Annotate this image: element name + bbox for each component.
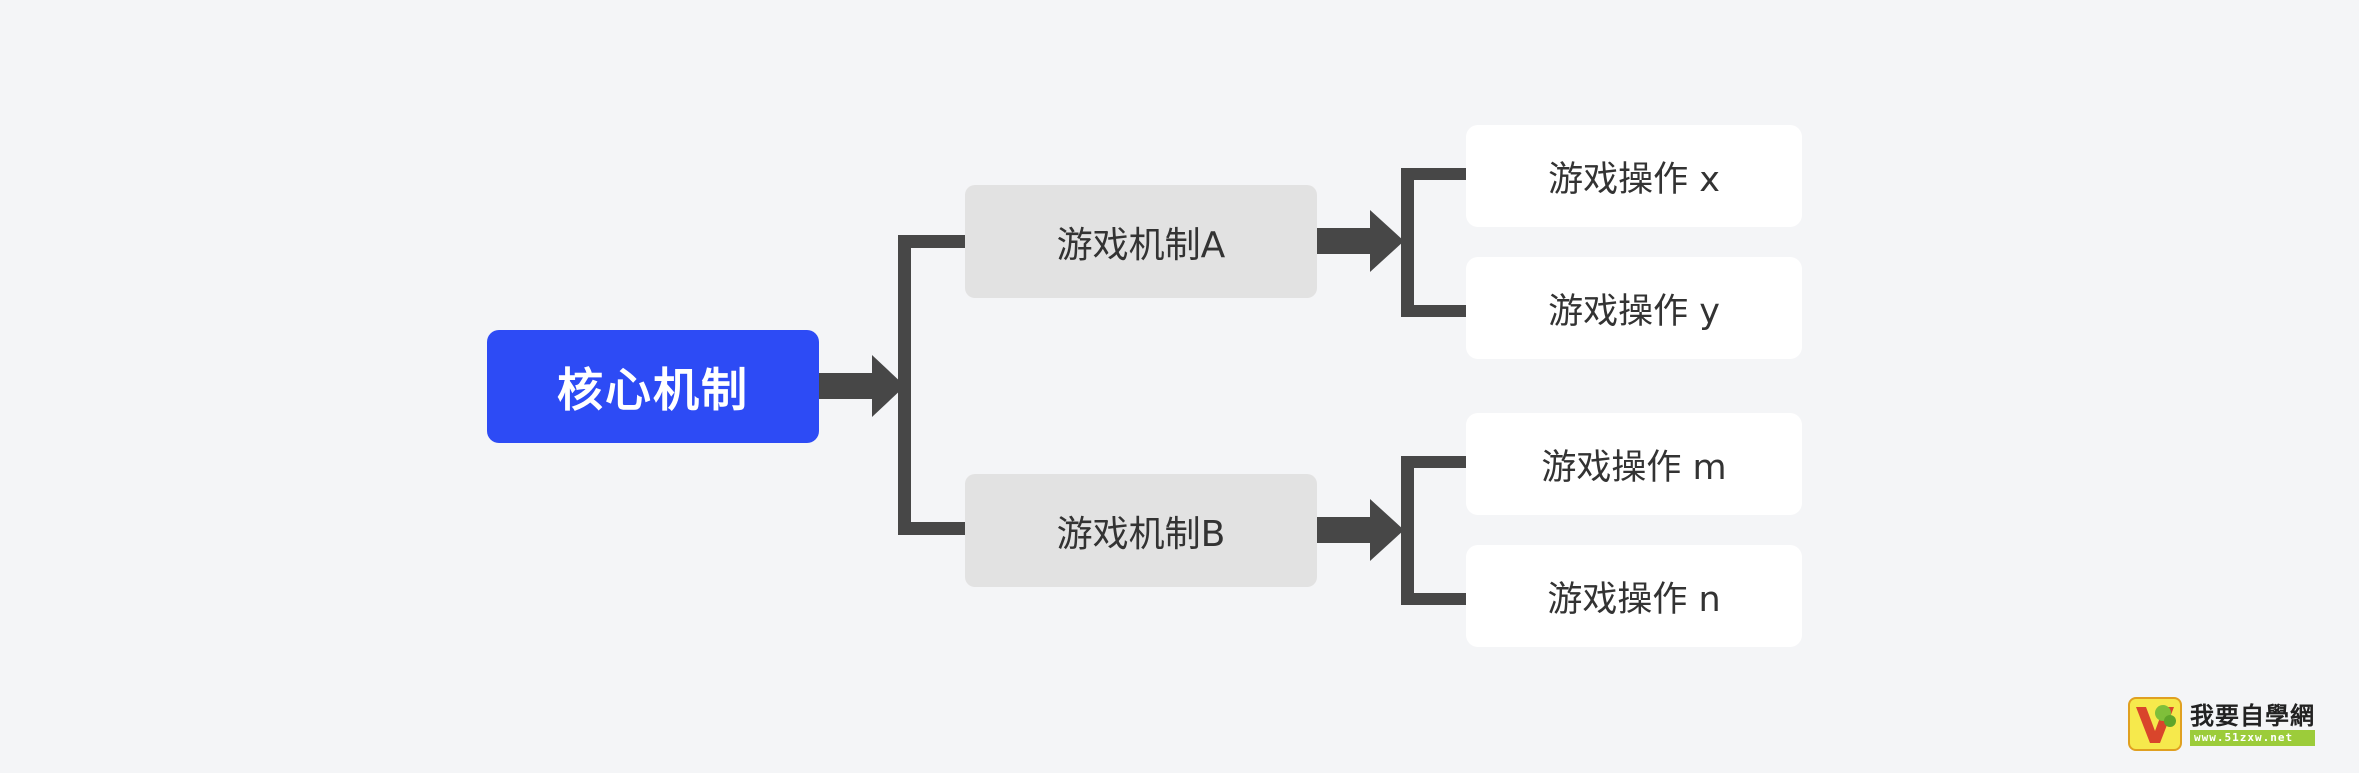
mechanism-a-arrow-head bbox=[1370, 210, 1404, 272]
mechanism-b-label: 游戏机制B bbox=[1056, 513, 1226, 555]
mechanism-b-arrow-shaft bbox=[1317, 517, 1373, 543]
bracket-a-top bbox=[1401, 168, 1466, 180]
watermark-url: www.51zxw.net bbox=[2190, 730, 2315, 746]
operation-m-node: 游戏操作 m bbox=[1466, 413, 1802, 515]
bracket-level-1-top bbox=[898, 235, 965, 248]
operation-x-node: 游戏操作 x bbox=[1466, 125, 1802, 227]
mechanism-a-node: 游戏机制A bbox=[965, 185, 1317, 298]
bracket-b-vertical bbox=[1401, 456, 1414, 605]
bracket-b-bottom bbox=[1401, 593, 1466, 605]
operation-n-label: 游戏操作 n bbox=[1547, 579, 1721, 620]
operation-n-node: 游戏操作 n bbox=[1466, 545, 1802, 647]
mechanism-b-node: 游戏机制B bbox=[965, 474, 1317, 587]
bracket-level-1-vertical bbox=[898, 235, 911, 535]
root-arrow-head bbox=[872, 355, 905, 417]
watermark-logo: 我要自學網 www.51zxw.net bbox=[2128, 695, 2328, 753]
root-arrow-shaft bbox=[819, 373, 875, 399]
mechanism-a-arrow-shaft bbox=[1317, 228, 1373, 254]
operation-x-label: 游戏操作 x bbox=[1548, 159, 1720, 200]
bracket-b-top bbox=[1401, 456, 1466, 468]
bracket-a-vertical bbox=[1401, 168, 1414, 317]
mechanism-a-label: 游戏机制A bbox=[1056, 224, 1226, 266]
operation-y-label: 游戏操作 y bbox=[1548, 291, 1720, 332]
bracket-level-1-bottom bbox=[898, 522, 965, 535]
bracket-a-bottom bbox=[1401, 305, 1466, 317]
root-node: 核心机制 bbox=[487, 330, 819, 443]
mechanism-b-arrow-head bbox=[1370, 499, 1404, 561]
operation-m-label: 游戏操作 m bbox=[1541, 447, 1727, 488]
watermark-name: 我要自學網 bbox=[2190, 702, 2315, 730]
logo-v-icon bbox=[2128, 697, 2182, 751]
operation-y-node: 游戏操作 y bbox=[1466, 257, 1802, 359]
root-node-label: 核心机制 bbox=[557, 362, 749, 417]
